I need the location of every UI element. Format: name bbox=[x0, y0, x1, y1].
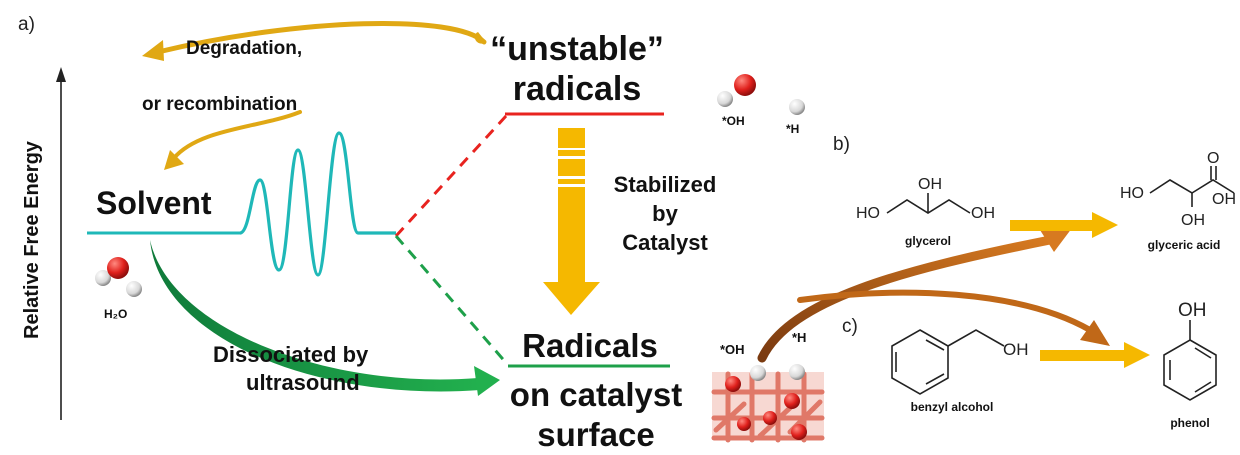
oh-radical-molecule bbox=[717, 74, 756, 107]
unstable-label-line1: “unstable” bbox=[490, 30, 664, 68]
dissociation-arrowhead-icon bbox=[474, 366, 500, 396]
glyceric-o: O bbox=[1207, 150, 1219, 167]
recombination-arrow bbox=[172, 110, 302, 160]
ultrasound-wave bbox=[239, 131, 396, 277]
phenol-structure bbox=[1163, 320, 1217, 401]
glyceric-acid-structure bbox=[1149, 166, 1235, 207]
conversion-arrowhead-glycerol-icon bbox=[1092, 212, 1118, 238]
stabilized-label-line1: Stabilized bbox=[614, 172, 717, 197]
degradation-arrow bbox=[155, 21, 487, 55]
glycerol-oh-right: OH bbox=[971, 205, 995, 222]
phenol-oh: OH bbox=[1178, 300, 1207, 321]
phenol-label: phenol bbox=[1170, 416, 1209, 430]
catalyst-lattice bbox=[711, 364, 825, 443]
dissociated-label-line2: ultrasound bbox=[246, 370, 360, 395]
conversion-arrowhead-benzyl-icon bbox=[1124, 342, 1150, 368]
catalytic-arrowhead-benzyl-icon bbox=[1080, 320, 1110, 346]
dashed-connector-surface bbox=[394, 235, 510, 366]
catalytic-arrow-benzyl bbox=[797, 289, 1093, 333]
catalytic-arrowhead-glycerol-icon bbox=[1040, 228, 1072, 252]
surface-label-line3: surface bbox=[537, 416, 654, 453]
recombination-label: or recombination bbox=[142, 94, 297, 115]
surface-oh-label: *OH bbox=[720, 342, 745, 357]
surface-h-label: *H bbox=[792, 330, 806, 345]
unstable-label-line2: radicals bbox=[513, 70, 642, 108]
conversion-arrow-glycerol bbox=[1010, 220, 1094, 231]
h-radical-label: *H bbox=[786, 122, 799, 136]
benzyl-alcohol-structure bbox=[891, 329, 1005, 395]
stabilization-arrow bbox=[543, 128, 600, 315]
benzyl-alcohol-label: benzyl alcohol bbox=[911, 400, 994, 414]
glyceric-oh-bottom: OH bbox=[1181, 212, 1205, 229]
solvent-label: Solvent bbox=[96, 185, 212, 221]
stabilized-label-line3: Catalyst bbox=[622, 230, 708, 255]
surface-label-line1: Radicals bbox=[522, 327, 658, 364]
glyceric-oh-right: OH bbox=[1212, 191, 1236, 208]
energy-axis bbox=[56, 67, 66, 420]
water-label: H₂O bbox=[104, 307, 127, 321]
benzyl-oh: OH bbox=[1003, 340, 1029, 359]
panel-label-c: c) bbox=[842, 316, 858, 337]
glyceric-ho: HO bbox=[1120, 185, 1144, 202]
catalytic-arrow-glycerol bbox=[757, 235, 1055, 363]
glyceric-acid-label: glyceric acid bbox=[1148, 238, 1221, 252]
water-molecule bbox=[95, 257, 142, 297]
axis-arrowhead-icon bbox=[56, 67, 66, 82]
conversion-arrow-benzyl bbox=[1040, 350, 1126, 361]
panel-label-b: b) bbox=[833, 134, 850, 155]
degradation-label: Degradation, bbox=[186, 38, 302, 59]
degradation-arrowhead-icon bbox=[142, 40, 164, 61]
surface-label-line2: on catalyst bbox=[510, 376, 682, 413]
stabilized-label-line2: by bbox=[652, 201, 678, 226]
panel-label-a: a) bbox=[18, 14, 35, 35]
dashed-connector-unstable bbox=[394, 114, 508, 238]
glycerol-structure bbox=[886, 193, 971, 214]
glycerol-ho: HO bbox=[856, 205, 880, 222]
stabilization-arrowhead-icon bbox=[543, 282, 600, 315]
glycerol-oh-top: OH bbox=[918, 176, 942, 193]
dissociated-label-line1: Dissociated by bbox=[213, 342, 369, 367]
recombination-arrowhead-icon bbox=[164, 150, 184, 170]
glycerol-label: glycerol bbox=[905, 234, 951, 248]
axis-label: Relative Free Energy bbox=[21, 140, 43, 339]
h-radical-atom bbox=[789, 99, 805, 115]
oh-radical-label: *OH bbox=[722, 114, 745, 128]
